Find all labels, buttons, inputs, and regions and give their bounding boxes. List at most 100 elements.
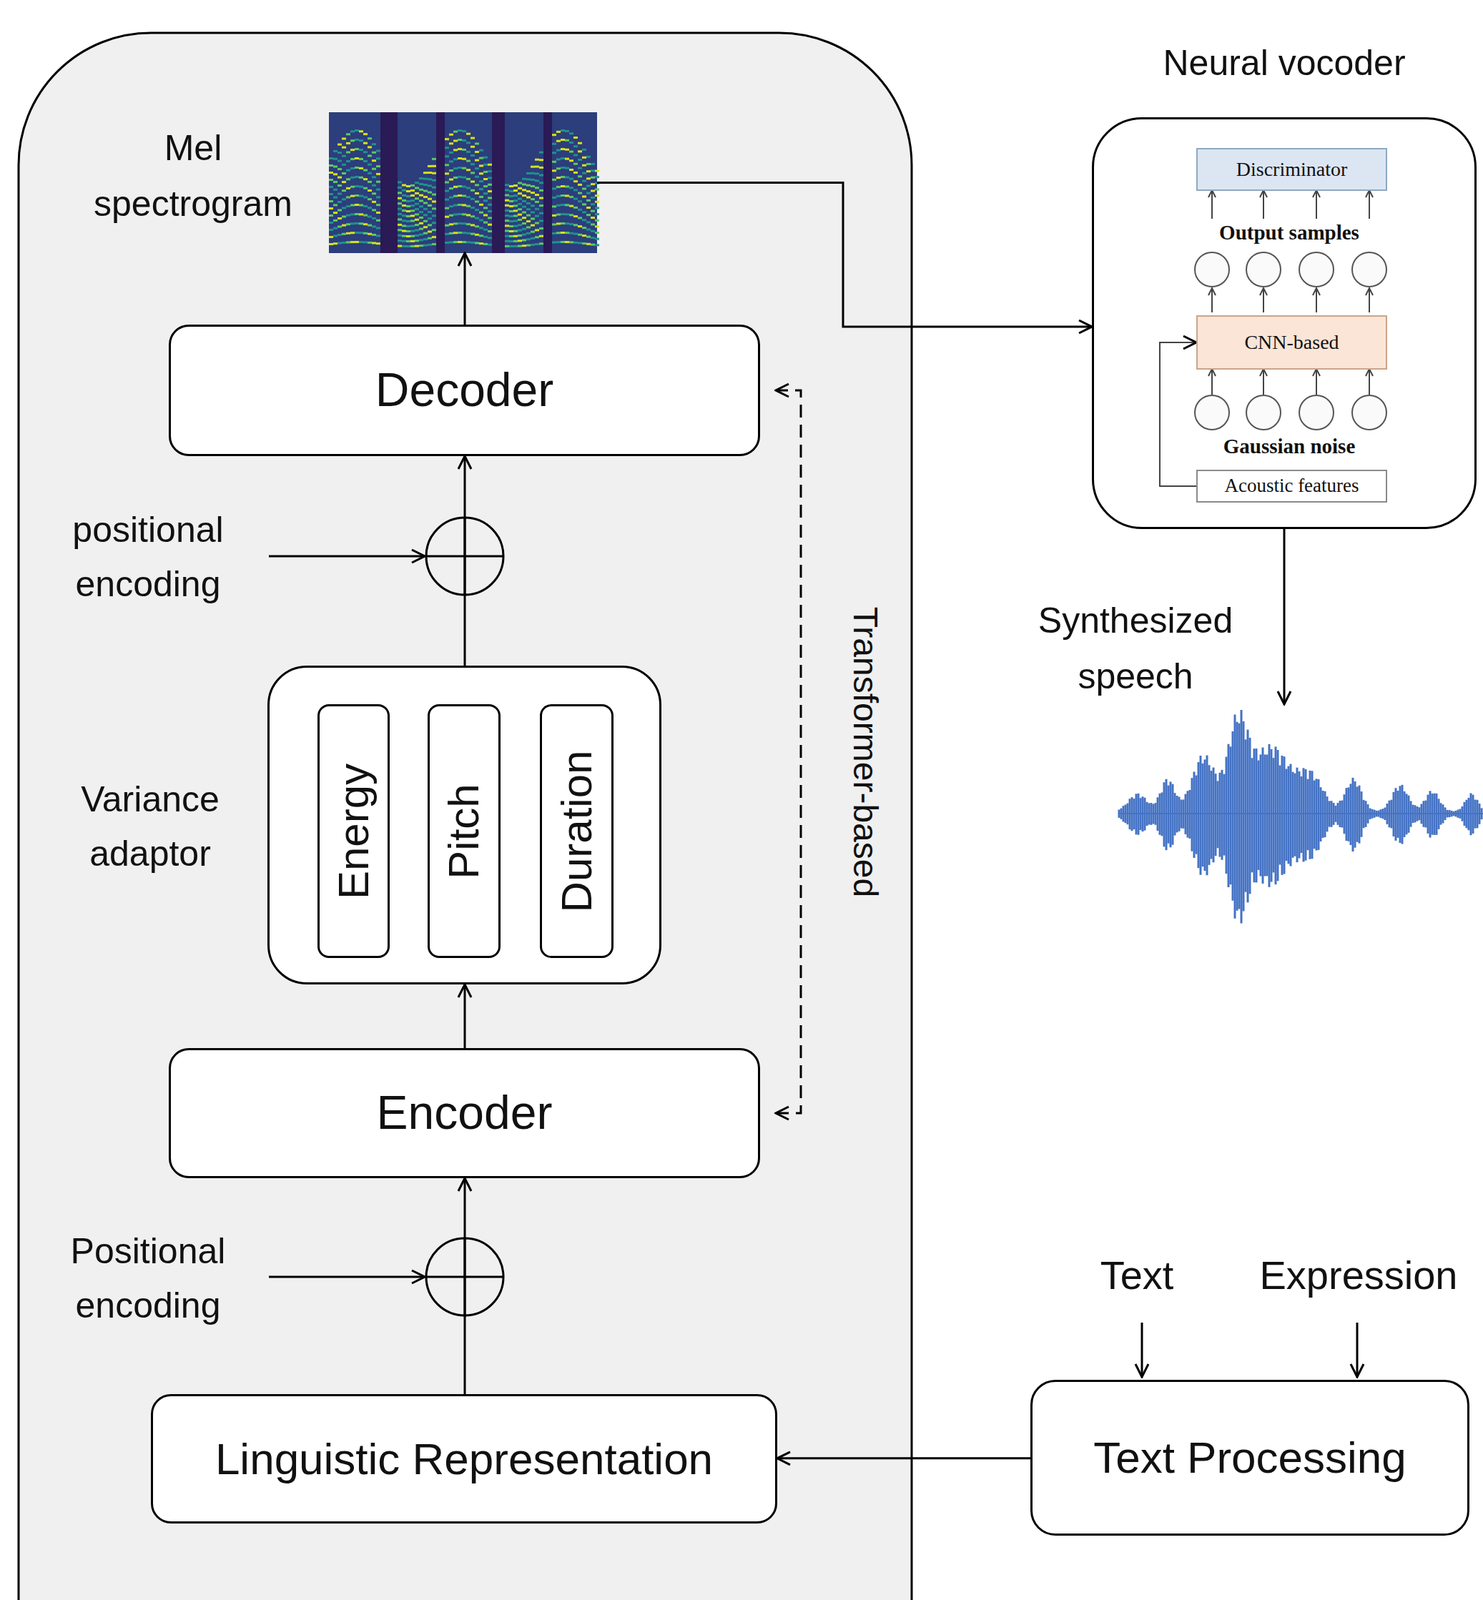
spectrogram-harmonic — [474, 217, 480, 220]
spectrogram-harmonic — [504, 183, 510, 186]
spectrogram-harmonic — [582, 148, 587, 151]
spectrogram-harmonic — [474, 142, 480, 145]
spectrogram-harmonic — [504, 229, 510, 232]
small-arrow — [1262, 368, 1265, 395]
spectrogram-harmonic — [582, 156, 587, 159]
waveform-stroke — [1362, 800, 1366, 829]
spectrogram-harmonic — [371, 143, 377, 146]
spectrogram-harmonic — [449, 169, 454, 172]
spectrogram-harmonic — [431, 235, 437, 239]
spectrogram-harmonic — [449, 187, 454, 190]
spectrogram-harmonic — [376, 203, 381, 206]
spectrogram-harmonic — [590, 243, 595, 246]
input-arrow — [268, 1276, 425, 1279]
spectrogram-harmonic — [504, 214, 510, 217]
spectrogram-harmonic — [577, 175, 583, 178]
spectrogram-harmonic — [521, 205, 527, 209]
spectrogram-harmonic — [556, 130, 561, 133]
spectrogram-harmonic — [346, 205, 351, 208]
spectrogram-band — [384, 112, 389, 254]
spectrogram-harmonic — [354, 231, 359, 234]
waveform-stroke — [1277, 750, 1280, 881]
spectrogram-harmonic — [569, 186, 574, 189]
spectrogram-harmonic — [582, 188, 587, 191]
spectrogram-harmonic — [333, 158, 338, 161]
spectrogram-harmonic — [358, 231, 364, 234]
spectrogram-harmonic — [337, 242, 342, 245]
spectrogram-harmonic — [376, 227, 381, 230]
spectrogram-harmonic — [414, 213, 420, 216]
waveform-stroke — [1238, 723, 1241, 910]
spectrogram-harmonic — [521, 238, 527, 241]
spectrogram-harmonic — [341, 241, 347, 244]
spectrogram-harmonic — [526, 202, 531, 205]
spectrogram-harmonic — [560, 222, 565, 225]
waveform-stroke — [1253, 748, 1256, 883]
spectrogram-harmonic — [534, 243, 540, 246]
waveform-stroke — [1354, 781, 1357, 849]
spectrogram-harmonic — [367, 198, 372, 201]
spectrogram-harmonic — [363, 223, 368, 226]
spectrogram-harmonic — [594, 238, 600, 241]
spectrogram-harmonic — [526, 172, 531, 175]
spectrogram-harmonic — [444, 190, 450, 193]
spectrogram-harmonic — [560, 185, 565, 188]
spectrogram-harmonic — [444, 241, 450, 244]
spectrogram-harmonic — [376, 211, 381, 214]
spectrogram-harmonic — [328, 200, 334, 203]
waveform-stroke — [1388, 800, 1391, 829]
spectrogram-harmonic — [474, 241, 480, 244]
spectrogram-harmonic — [552, 232, 557, 235]
spectrogram-harmonic — [521, 222, 527, 225]
waveform-stroke — [1302, 767, 1305, 862]
spectrogram-harmonic — [410, 214, 415, 217]
waveform-stroke — [1225, 757, 1228, 874]
spectrogram-harmonic — [513, 184, 518, 187]
spectrogram-harmonic — [419, 188, 424, 191]
spectrogram-harmonic — [354, 240, 359, 244]
waveform-stroke — [1429, 790, 1432, 838]
waveform-stroke — [1171, 784, 1175, 846]
spectrogram-harmonic — [590, 163, 595, 166]
spectrogram-harmonic — [406, 220, 411, 223]
spectrogram-harmonic — [556, 222, 561, 225]
waveform-stroke — [1448, 810, 1451, 818]
spectrogram-band — [440, 112, 445, 254]
spectrogram-harmonic — [564, 231, 570, 234]
spectrogram-harmonic — [376, 195, 381, 199]
waveform-stroke — [1350, 783, 1353, 846]
spectrogram-harmonic — [367, 172, 372, 175]
duration-box: Duration — [539, 704, 614, 959]
spectrogram-harmonic — [431, 165, 437, 168]
waveform-stroke — [1444, 807, 1447, 821]
spectrogram-harmonic — [539, 166, 544, 169]
spectrogram-harmonic — [414, 229, 420, 232]
spectrogram-harmonic — [346, 150, 351, 154]
waveform-stroke — [1186, 790, 1190, 838]
spectrogram-harmonic — [539, 196, 544, 199]
spectrogram-harmonic — [350, 240, 355, 244]
spectrogram-harmonic — [483, 156, 488, 159]
spectrogram-harmonic — [466, 232, 471, 235]
spectrogram-harmonic — [534, 172, 540, 175]
waveform-stroke — [1377, 810, 1381, 818]
spectrogram-harmonic — [397, 202, 402, 205]
waveform-stroke — [1457, 810, 1460, 819]
spectrogram-harmonic — [376, 188, 381, 191]
spectrogram-harmonic — [521, 188, 527, 191]
spectrogram-harmonic — [530, 185, 535, 188]
spectrogram-harmonic — [534, 179, 540, 182]
spectrogram-harmonic — [354, 129, 359, 132]
spectrogram-harmonic — [376, 219, 381, 222]
spectrogram-harmonic — [479, 226, 484, 229]
spectrogram-harmonic — [513, 225, 518, 228]
spectrogram-harmonic — [350, 176, 355, 179]
spectrogram-harmonic — [573, 198, 578, 201]
spectrogram-harmonic — [487, 183, 492, 186]
spectrogram-harmonic — [590, 236, 595, 239]
waveform-stroke — [1193, 771, 1196, 858]
waveform-stroke — [1294, 773, 1297, 857]
spectrogram-harmonic — [521, 194, 527, 197]
waveform-stroke — [1201, 763, 1205, 867]
spectrogram-harmonic — [350, 204, 355, 207]
